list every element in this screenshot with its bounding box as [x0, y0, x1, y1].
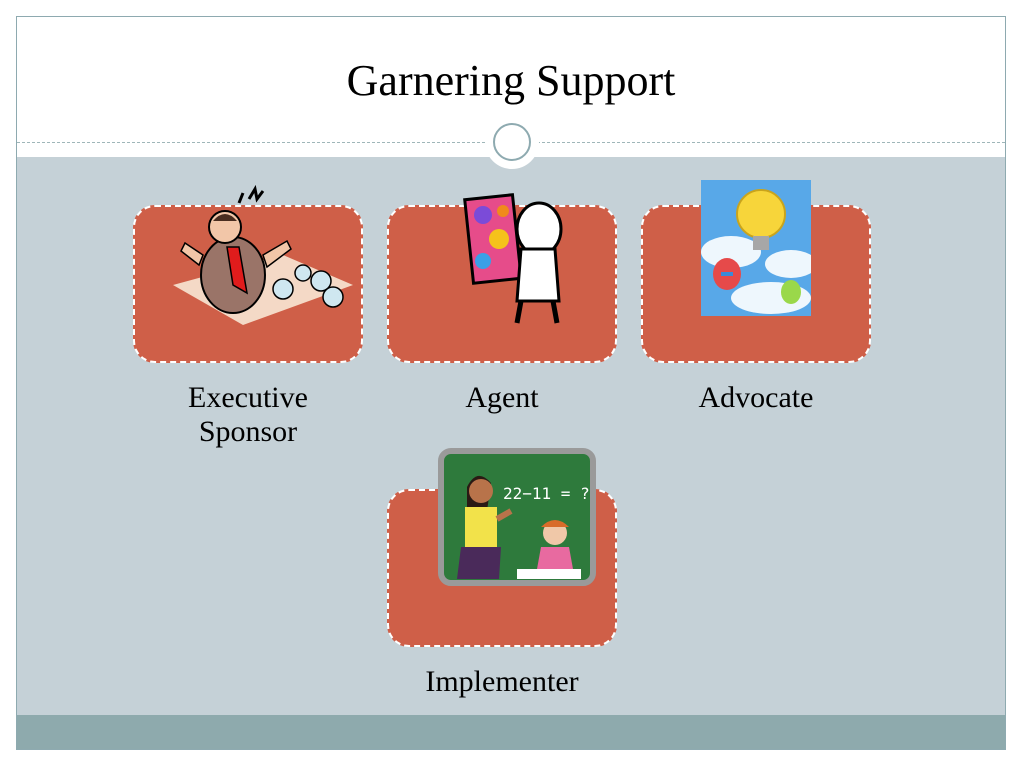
lightbulb-balloon-icon: [701, 180, 811, 316]
content-area: Executive Sponsor Agent Advocat: [17, 157, 1005, 715]
role-label-advocate: Advocate: [698, 381, 814, 414]
painter-with-canvas-icon: [463, 193, 563, 324]
chalkboard-equation: 22−11 = ?: [503, 484, 590, 503]
role-label-implementer: Implementer: [425, 665, 579, 698]
teacher-chalkboard-icon: 22−11 = ?: [438, 448, 596, 586]
role-label-executive-sponsor: Executive Sponsor: [188, 381, 308, 448]
role-label-agent: Agent: [465, 381, 539, 414]
slide-frame: Garnering Support Executive Sponso: [16, 16, 1006, 750]
footer-bar: [17, 715, 1005, 749]
divider-circle-ornament: [485, 115, 539, 169]
angry-executive-icon: [173, 185, 353, 325]
divider-circle-inner: [493, 123, 531, 161]
slide-title: Garnering Support: [346, 56, 676, 105]
